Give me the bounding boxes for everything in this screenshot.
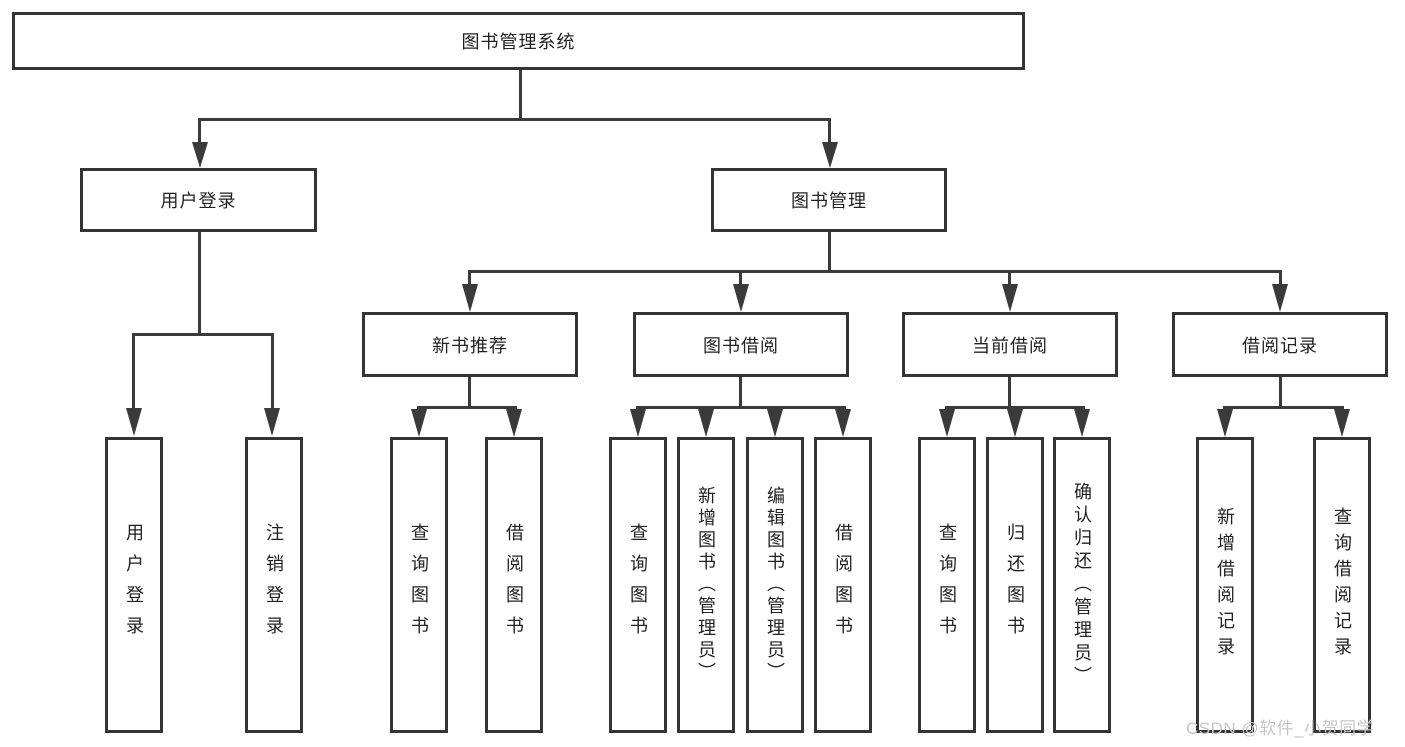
node-root-label: 图书管理系统 bbox=[461, 32, 576, 52]
leaf-logout-label: 注销登录 bbox=[264, 523, 284, 647]
node-new-book-recommend-label: 新书推荐 bbox=[432, 335, 508, 356]
leaf-logout: 注销登录 bbox=[245, 437, 303, 733]
node-new-book-recommend: 新书推荐 bbox=[362, 312, 578, 377]
arrow-down-icon bbox=[1002, 284, 1018, 312]
arrow-down-icon bbox=[1334, 409, 1350, 437]
arrow-down-icon bbox=[733, 284, 749, 312]
node-user-login-label: 用户登录 bbox=[160, 191, 237, 211]
arrow-down-icon bbox=[506, 409, 522, 437]
connector-line bbox=[198, 118, 831, 121]
leaf-bb-edit-book-admin-label: 编辑图书（管理员） bbox=[765, 486, 785, 684]
node-user-login: 用户登录 bbox=[80, 168, 317, 232]
connector-line bbox=[519, 70, 522, 120]
connector-line bbox=[1279, 270, 1282, 286]
node-book-borrow: 图书借阅 bbox=[633, 312, 849, 377]
node-borrow-records: 借阅记录 bbox=[1172, 312, 1388, 377]
connector-line bbox=[739, 270, 742, 286]
leaf-user-login-label: 用户登录 bbox=[124, 523, 144, 647]
arrow-down-icon bbox=[1217, 409, 1233, 437]
node-book-management: 图书管理 bbox=[711, 168, 947, 232]
arrow-down-icon bbox=[767, 409, 783, 437]
node-current-borrow: 当前借阅 bbox=[902, 312, 1118, 377]
connector-line bbox=[198, 118, 201, 144]
node-current-borrow-label: 当前借阅 bbox=[972, 335, 1048, 356]
connector-line bbox=[828, 232, 831, 272]
leaf-bb-borrow-book: 借阅图书 bbox=[814, 437, 872, 733]
leaf-rec-borrow-book-label: 借阅图书 bbox=[504, 523, 524, 647]
arrow-down-icon bbox=[1007, 409, 1023, 437]
connector-line bbox=[1279, 377, 1282, 408]
leaf-br-add-record: 新增借阅记录 bbox=[1196, 437, 1254, 733]
leaf-bb-query-book: 查询图书 bbox=[609, 437, 667, 733]
leaf-user-login: 用户登录 bbox=[105, 437, 163, 733]
arrow-down-icon bbox=[126, 408, 142, 436]
node-book-borrow-label: 图书借阅 bbox=[703, 335, 779, 356]
connector-line bbox=[1008, 270, 1011, 286]
leaf-bb-add-book-admin-label: 新增图书（管理员） bbox=[696, 486, 716, 684]
leaf-bb-borrow-book-label: 借阅图书 bbox=[833, 523, 853, 647]
leaf-rec-query-book-label: 查询图书 bbox=[409, 523, 429, 647]
arrow-down-icon bbox=[835, 409, 851, 437]
leaf-cb-return-book: 归还图书 bbox=[986, 437, 1044, 733]
leaf-bb-add-book-admin: 新增图书（管理员） bbox=[677, 437, 735, 733]
arrow-down-icon bbox=[1272, 284, 1288, 312]
connector-line bbox=[468, 377, 471, 408]
arrow-down-icon bbox=[822, 142, 838, 168]
connector-line bbox=[198, 232, 201, 335]
arrow-down-icon bbox=[411, 409, 427, 437]
leaf-br-add-record-label: 新增借阅记录 bbox=[1215, 507, 1235, 663]
connector-line bbox=[636, 406, 846, 409]
node-book-management-label: 图书管理 bbox=[791, 191, 867, 211]
arrow-down-icon bbox=[1074, 409, 1090, 437]
connector-line bbox=[739, 377, 742, 408]
leaf-rec-borrow-book: 借阅图书 bbox=[485, 437, 543, 733]
arrow-down-icon bbox=[462, 284, 478, 312]
connector-line bbox=[132, 333, 135, 410]
connector-line bbox=[468, 270, 471, 286]
connector-line bbox=[1223, 406, 1344, 409]
leaf-cb-confirm-return-admin-label: 确认归还（管理员） bbox=[1072, 481, 1092, 689]
connector-line bbox=[468, 270, 1282, 273]
connector-line bbox=[132, 333, 274, 336]
arrow-down-icon bbox=[264, 408, 280, 436]
arrow-down-icon bbox=[698, 409, 714, 437]
arrow-down-icon bbox=[192, 142, 208, 168]
leaf-bb-edit-book-admin: 编辑图书（管理员） bbox=[746, 437, 804, 733]
leaf-cb-return-book-label: 归还图书 bbox=[1005, 523, 1025, 647]
leaf-br-query-record: 查询借阅记录 bbox=[1313, 437, 1371, 733]
connector-line bbox=[271, 333, 274, 410]
node-borrow-records-label: 借阅记录 bbox=[1242, 335, 1318, 356]
leaf-br-query-record-label: 查询借阅记录 bbox=[1332, 507, 1352, 663]
connector-line bbox=[945, 406, 1085, 409]
connector-line bbox=[417, 406, 517, 409]
connector-line bbox=[1008, 377, 1011, 408]
arrow-down-icon bbox=[630, 409, 646, 437]
arrow-down-icon bbox=[939, 409, 955, 437]
connector-line bbox=[828, 118, 831, 144]
leaf-cb-query-book-label: 查询图书 bbox=[937, 523, 957, 647]
node-root: 图书管理系统 bbox=[12, 12, 1025, 70]
leaf-cb-query-book: 查询图书 bbox=[918, 437, 976, 733]
csdn-watermark: CSDN @软件_小贺同学 bbox=[1186, 719, 1375, 738]
leaf-rec-query-book: 查询图书 bbox=[390, 437, 448, 733]
leaf-cb-confirm-return-admin: 确认归还（管理员） bbox=[1053, 437, 1111, 733]
leaf-bb-query-book-label: 查询图书 bbox=[628, 523, 648, 647]
